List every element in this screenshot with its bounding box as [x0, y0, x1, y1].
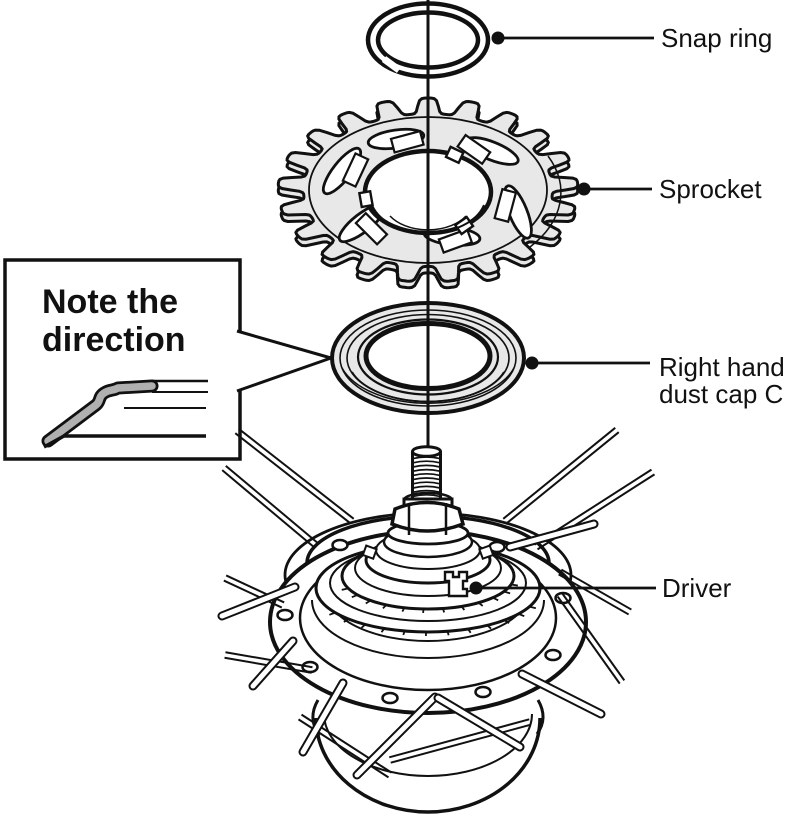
serration-tick: [486, 624, 492, 630]
thread-line: [412, 493, 441, 498]
spokes: [217, 427, 656, 780]
driver-label: Driver: [662, 573, 732, 603]
dust-cap-label-line1: Right hand: [659, 352, 785, 382]
label-dust-cap: Right hand dust cap C: [525, 352, 785, 409]
leader-dot: [491, 31, 505, 45]
spoke: [389, 718, 531, 764]
spoke: [221, 465, 320, 549]
serration-tick: [382, 604, 387, 609]
callout-text-line1: Note the: [42, 283, 178, 321]
spoke-core: [519, 671, 604, 717]
serration-tick: [351, 594, 358, 599]
serration-tick: [380, 627, 385, 633]
spoke-hole: [276, 608, 294, 622]
serration-tick: [503, 619, 510, 624]
axle: [386, 445, 470, 546]
serration-tick: [341, 587, 349, 591]
serration-tick: [365, 599, 371, 605]
driver-assembly: [314, 525, 542, 637]
label-sprocket: Sprocket: [577, 174, 762, 204]
spoke-core: [250, 638, 296, 689]
serration-tick: [401, 607, 406, 612]
label-snap-ring: Snap ring: [491, 23, 772, 53]
hex-nut: [389, 500, 466, 533]
serration-tick: [510, 583, 518, 587]
serration-tick: [360, 623, 366, 629]
pitch-arc: [529, 155, 562, 248]
axle-threads: [412, 456, 441, 498]
serration-tick: [503, 590, 511, 595]
spline-lug: [456, 133, 492, 166]
spline-lug: [493, 187, 518, 224]
serration-tick: [446, 631, 450, 636]
thread-line: [412, 464, 441, 468]
spoke-core: [507, 521, 597, 550]
snap-ring-label: Snap ring: [661, 23, 772, 53]
sprocket-label: Sprocket: [659, 174, 762, 204]
serration-tick: [467, 628, 472, 634]
spoke-hole: [474, 685, 492, 699]
spline-lug: [341, 152, 370, 189]
driver-pawl-tab: [443, 570, 469, 598]
thread-line: [412, 468, 441, 473]
callout-text-line2: direction: [42, 321, 186, 359]
lockring-notch: [478, 544, 495, 560]
spoke-core: [435, 695, 523, 750]
spoke-hole: [381, 691, 399, 705]
callout-box: [3, 258, 242, 461]
spline-notch: [357, 189, 374, 209]
serration-tick: [329, 611, 336, 616]
hub-barrel: [314, 717, 542, 814]
spoke: [558, 568, 632, 616]
spline-notch: [444, 145, 465, 165]
thread-line: [412, 460, 441, 464]
dust-cap-cross-section-icon: [41, 379, 208, 449]
serration-tick: [402, 630, 406, 636]
thread-line: [412, 489, 441, 494]
spline-lug: [389, 129, 425, 154]
leader-dot: [525, 356, 539, 370]
leader-dot: [469, 581, 483, 595]
spoke-core: [300, 680, 346, 755]
serration-tick: [529, 605, 537, 610]
callout-pointer: [237, 330, 331, 392]
spline-lug: [437, 227, 474, 254]
serration-tick: [492, 596, 499, 602]
spoke: [556, 592, 626, 685]
spoke-hole: [331, 538, 349, 552]
serration-tick: [460, 605, 466, 611]
serration-tick: [442, 608, 446, 613]
serration-tick: [518, 613, 525, 618]
thread-line: [412, 472, 441, 477]
label-driver: Driver: [469, 573, 732, 603]
leader-dot: [577, 182, 591, 196]
spline-lug: [354, 211, 389, 246]
dust-cap-label-line2: dust cap C: [659, 379, 783, 409]
spoke-hole: [544, 648, 562, 662]
serration-tick: [477, 601, 484, 607]
thread-line: [412, 477, 441, 481]
serration-tick: [343, 618, 350, 623]
thread-line: [412, 485, 441, 489]
callout-note: Note the direction: [3, 258, 332, 461]
spoke: [502, 427, 620, 524]
spoke-holes: [276, 538, 572, 705]
snap-ring-gap: [381, 56, 402, 73]
thread-line: [412, 481, 441, 485]
lockring-notch: [361, 544, 378, 560]
spoke-core: [354, 694, 438, 778]
spoke: [234, 428, 355, 524]
spoke-core: [219, 584, 298, 619]
